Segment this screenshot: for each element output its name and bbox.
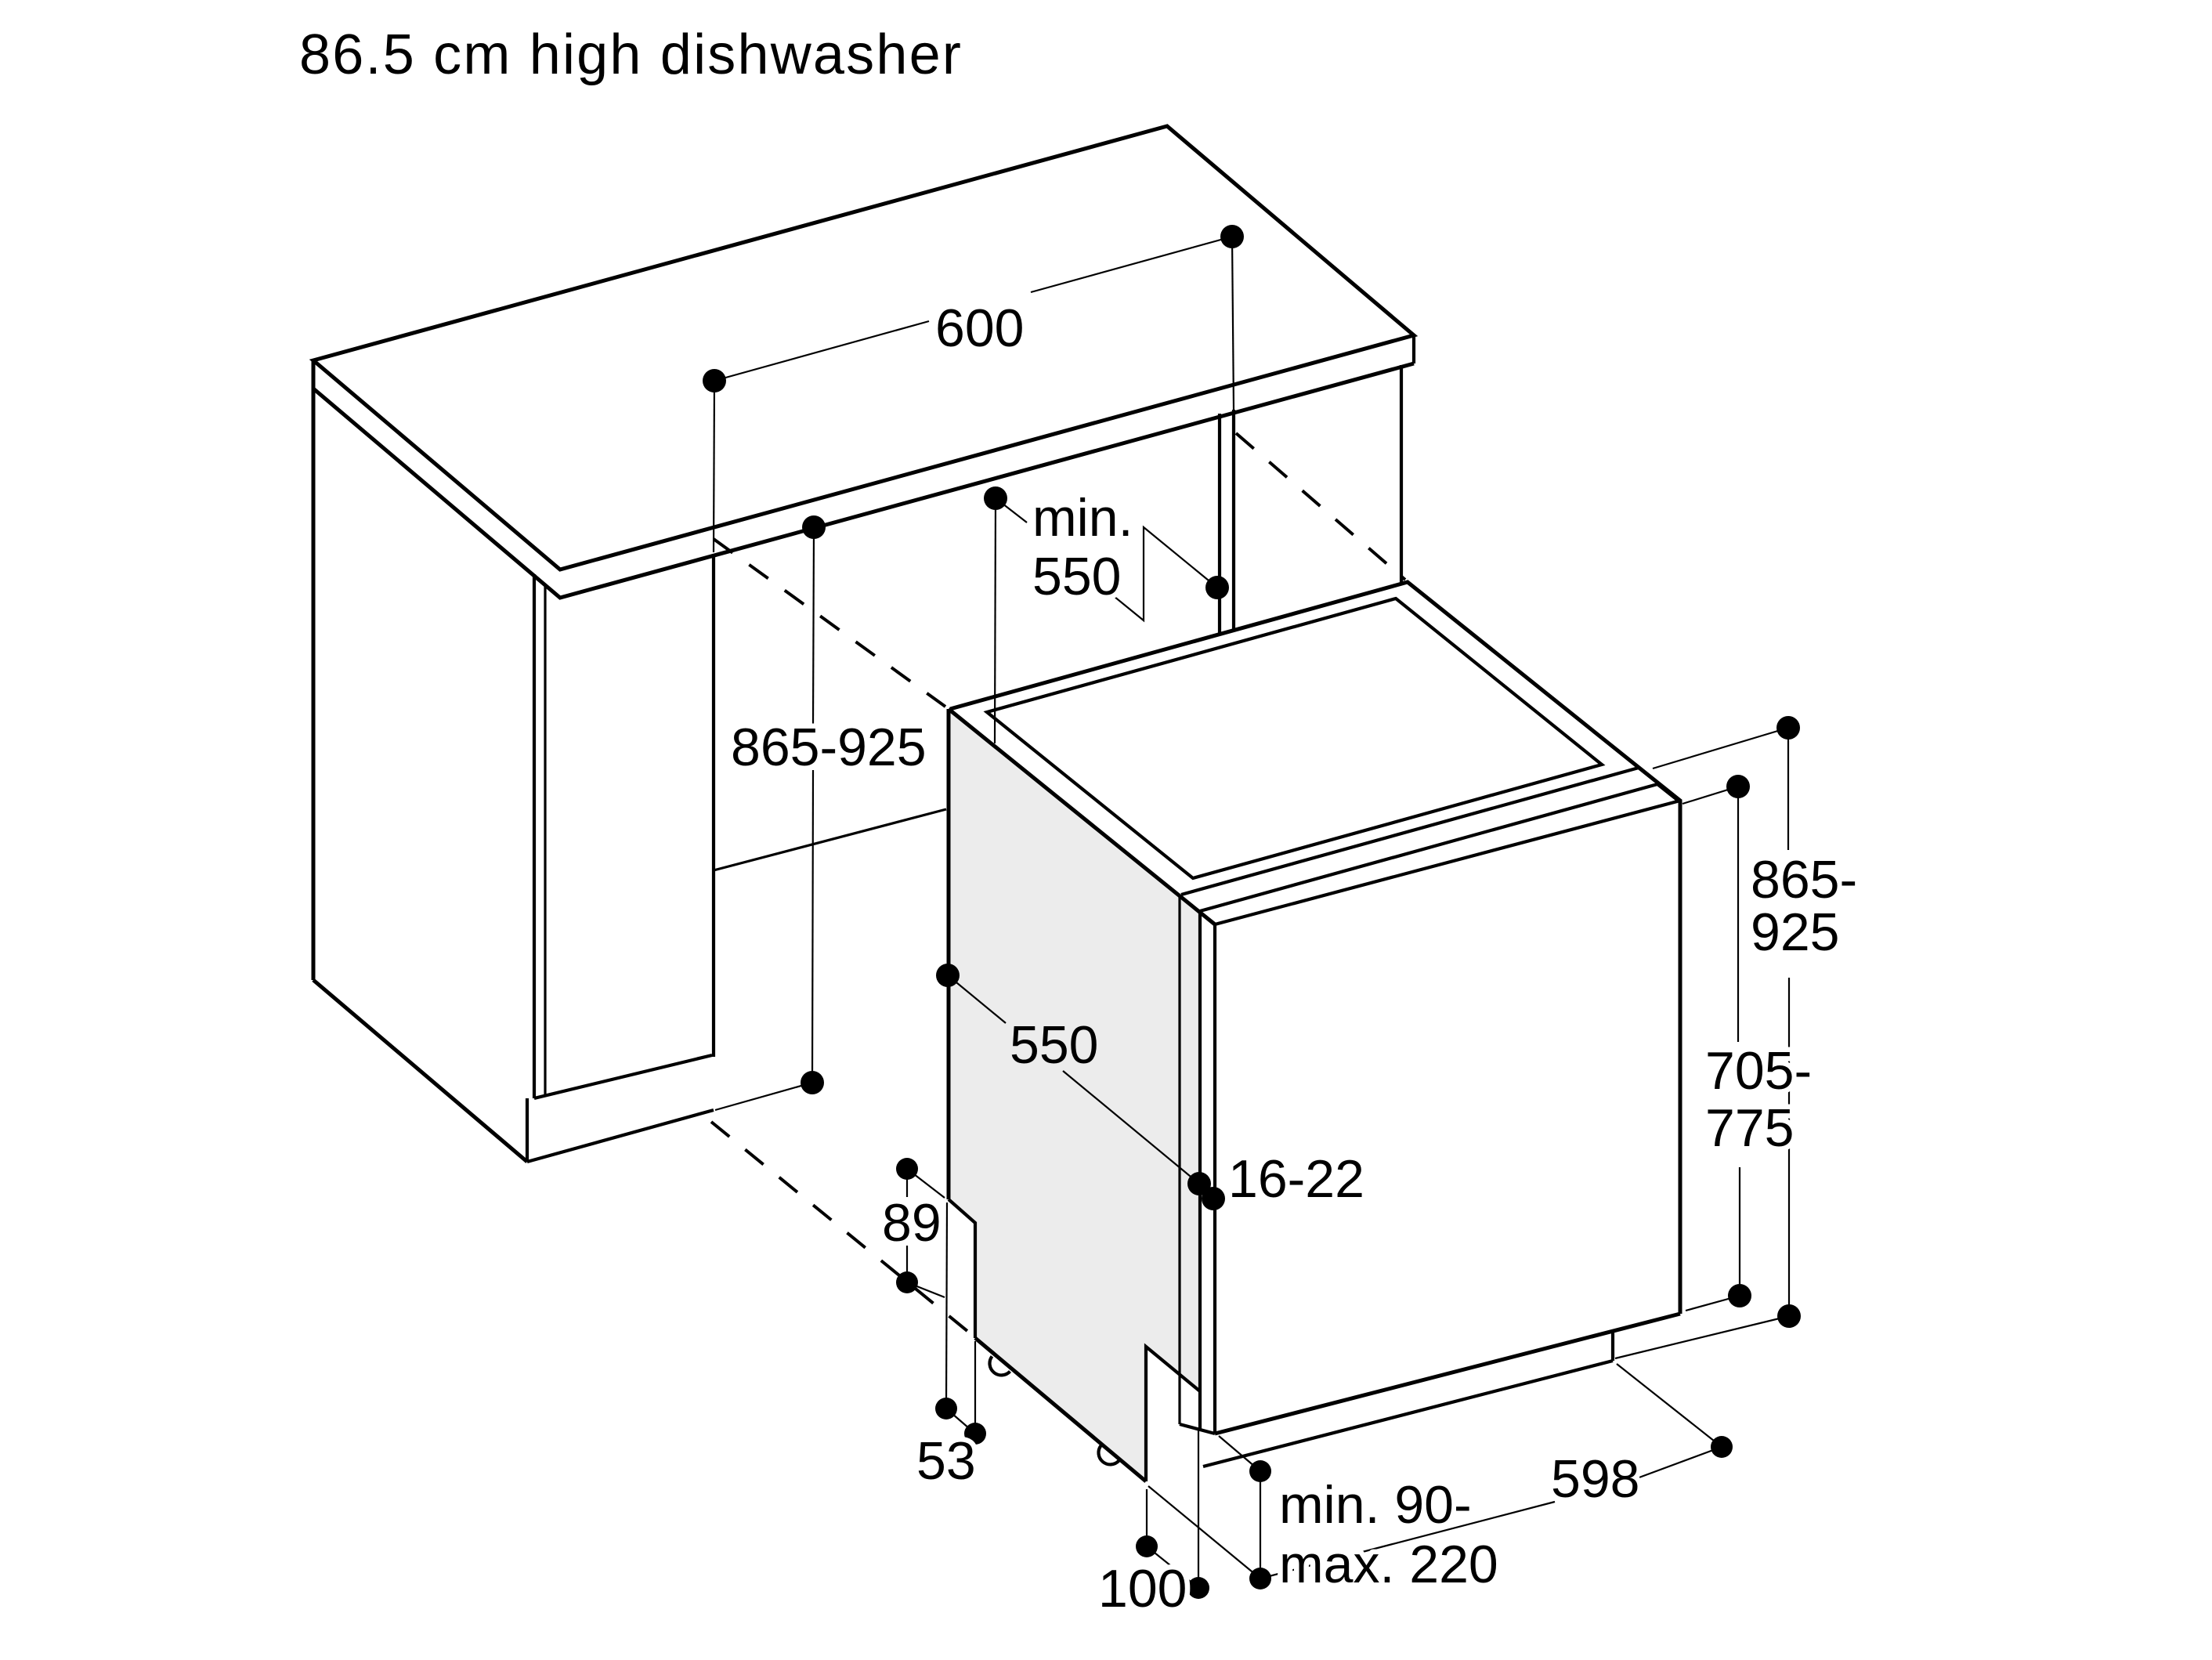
svg-text:53: 53 [916,1431,976,1491]
svg-text:550: 550 [1010,1015,1098,1075]
svg-text:550: 550 [1032,547,1121,606]
svg-text:925: 925 [1751,902,1839,962]
svg-text:705-: 705- [1705,1041,1812,1101]
svg-text:max. 220: max. 220 [1279,1535,1498,1594]
svg-text:min.: min. [1032,488,1133,548]
svg-text:865-: 865- [1751,850,1857,910]
svg-text:600: 600 [935,298,1024,358]
svg-text:89: 89 [882,1193,942,1253]
svg-text:86.5 cm high dishwasher: 86.5 cm high dishwasher [299,24,963,86]
svg-text:16-22: 16-22 [1228,1149,1364,1209]
svg-text:775: 775 [1705,1098,1794,1158]
svg-text:100: 100 [1098,1559,1187,1618]
svg-text:865-925: 865-925 [731,718,927,777]
svg-text:598: 598 [1551,1449,1639,1509]
svg-text:min. 90-: min. 90- [1279,1475,1472,1535]
